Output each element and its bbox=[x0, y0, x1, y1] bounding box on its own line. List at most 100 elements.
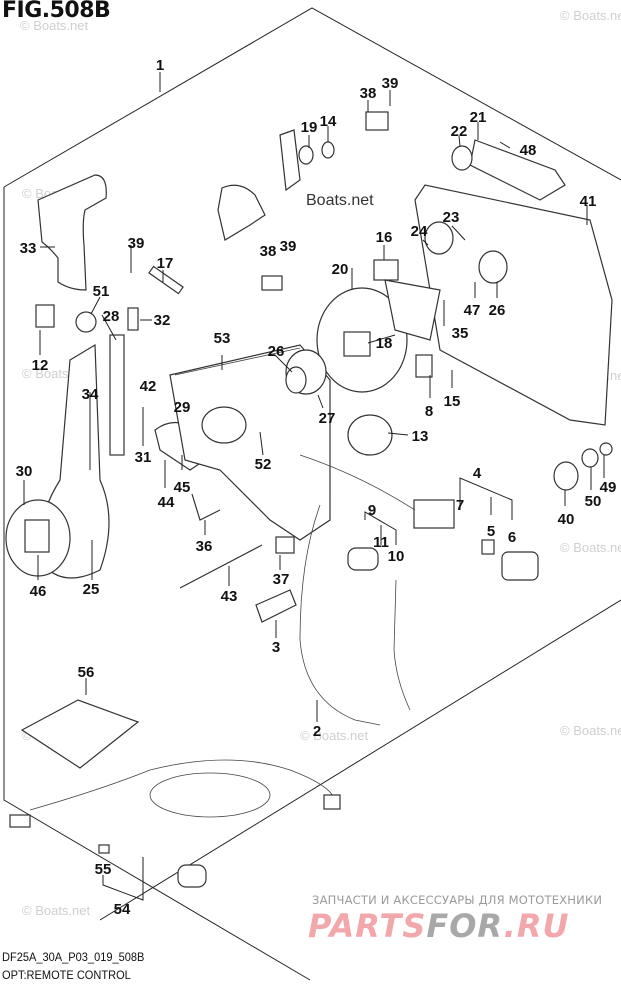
callout-25[interactable]: 25 bbox=[83, 581, 100, 598]
callout-6[interactable]: 6 bbox=[508, 529, 516, 546]
bracket-clip bbox=[191, 493, 221, 521]
harness-coil bbox=[149, 772, 271, 818]
callout-53[interactable]: 53 bbox=[214, 330, 231, 347]
callout-27[interactable]: 27 bbox=[319, 410, 336, 427]
callout-17[interactable]: 17 bbox=[157, 255, 174, 272]
callout-42[interactable]: 42 bbox=[140, 378, 157, 395]
washer bbox=[75, 311, 97, 333]
callout-39[interactable]: 39 bbox=[128, 235, 145, 252]
callout-40[interactable]: 40 bbox=[558, 511, 575, 528]
callout-26[interactable]: 26 bbox=[268, 343, 285, 360]
callout-38[interactable]: 38 bbox=[260, 243, 277, 260]
callout-10[interactable]: 10 bbox=[388, 548, 405, 565]
watermark: © Boats.net bbox=[22, 903, 91, 918]
callout-51[interactable]: 51 bbox=[93, 283, 110, 300]
cover-plate-edge bbox=[174, 347, 301, 376]
callout-labels: 1 2 3 4 5 6 7 8 9 10 11 12 13 14 15 16 1… bbox=[16, 57, 617, 918]
link-bracket bbox=[261, 275, 283, 291]
callout-1[interactable]: 1 bbox=[156, 57, 164, 74]
callout-5[interactable]: 5 bbox=[487, 523, 495, 540]
harness-cable bbox=[299, 504, 381, 726]
callout-49[interactable]: 49 bbox=[600, 479, 617, 496]
clip bbox=[275, 536, 295, 554]
spring bbox=[127, 307, 139, 331]
callout-12[interactable]: 12 bbox=[32, 357, 49, 374]
callout-11[interactable]: 11 bbox=[373, 534, 389, 551]
callout-39[interactable]: 39 bbox=[280, 238, 297, 255]
grommet bbox=[553, 461, 579, 491]
callout-38[interactable]: 38 bbox=[360, 85, 377, 102]
callout-23[interactable]: 23 bbox=[443, 209, 460, 226]
figure-description: OPT:REMOTE CONTROL bbox=[2, 968, 131, 982]
callout-28[interactable]: 28 bbox=[103, 308, 120, 325]
switch-wires bbox=[299, 454, 416, 511]
callout-20[interactable]: 20 bbox=[332, 261, 349, 278]
callout-15[interactable]: 15 bbox=[444, 393, 461, 410]
callout-24[interactable]: 24 bbox=[411, 223, 428, 240]
callout-31[interactable]: 31 bbox=[135, 449, 152, 466]
leader-lines bbox=[23, 72, 605, 901]
assembly-boundary-left bbox=[3, 187, 311, 981]
callout-52[interactable]: 52 bbox=[255, 456, 272, 473]
figure-title: FIG.508B bbox=[2, 0, 111, 23]
side-plate bbox=[414, 184, 613, 426]
ignition-switch bbox=[413, 499, 455, 529]
callout-19[interactable]: 19 bbox=[301, 119, 318, 136]
callout-30[interactable]: 30 bbox=[16, 463, 33, 480]
callout-4[interactable]: 4 bbox=[473, 465, 482, 482]
callout-18[interactable]: 18 bbox=[376, 335, 393, 352]
callout-22[interactable]: 22 bbox=[451, 123, 468, 140]
callout-44[interactable]: 44 bbox=[158, 494, 175, 511]
callout-7[interactable]: 7 bbox=[456, 497, 464, 514]
callout-37[interactable]: 37 bbox=[273, 571, 290, 588]
callout-16[interactable]: 16 bbox=[376, 229, 393, 246]
callout-14[interactable]: 14 bbox=[320, 113, 337, 130]
small-clip bbox=[98, 844, 110, 854]
callout-55[interactable]: 55 bbox=[95, 861, 112, 878]
callout-56[interactable]: 56 bbox=[78, 664, 95, 681]
parts-bag bbox=[20, 699, 140, 769]
callout-8[interactable]: 8 bbox=[425, 403, 433, 420]
watermark: © Boats.net bbox=[560, 723, 621, 738]
callout-45[interactable]: 45 bbox=[174, 479, 191, 496]
callout-9[interactable]: 9 bbox=[368, 502, 376, 519]
callout-33[interactable]: 33 bbox=[20, 240, 37, 257]
harness-connector bbox=[177, 864, 207, 888]
switch-cap bbox=[501, 551, 539, 581]
bracket bbox=[109, 334, 125, 456]
callout-26[interactable]: 26 bbox=[489, 302, 506, 319]
throttle-lever bbox=[469, 139, 566, 201]
callout-32[interactable]: 32 bbox=[154, 312, 171, 329]
switch-plug bbox=[35, 304, 55, 328]
callout-36[interactable]: 36 bbox=[196, 538, 213, 555]
promo-logo-part: FOR bbox=[426, 907, 504, 945]
callout-39[interactable]: 39 bbox=[382, 75, 399, 92]
callout-46[interactable]: 46 bbox=[30, 583, 47, 600]
washer bbox=[321, 141, 335, 159]
callout-50[interactable]: 50 bbox=[585, 493, 602, 510]
callout-21[interactable]: 21 bbox=[470, 109, 487, 126]
main-harness bbox=[29, 759, 336, 811]
callout-47[interactable]: 47 bbox=[464, 302, 481, 319]
callout-3[interactable]: 3 bbox=[272, 639, 280, 656]
callout-34[interactable]: 34 bbox=[82, 386, 99, 403]
callout-43[interactable]: 43 bbox=[221, 588, 238, 605]
disc-square-hole bbox=[343, 331, 371, 357]
pin bbox=[148, 265, 184, 295]
promo-logo-part: .RU bbox=[503, 907, 570, 945]
watermark: © Boats.net bbox=[300, 728, 369, 743]
bushing bbox=[298, 145, 314, 165]
callout-54[interactable]: 54 bbox=[114, 901, 131, 918]
promo-logo-part: PARTS bbox=[308, 907, 427, 945]
callout-13[interactable]: 13 bbox=[412, 428, 429, 445]
watermark: © Boats.net bbox=[560, 8, 621, 23]
shift-shaft bbox=[373, 259, 399, 281]
callout-29[interactable]: 29 bbox=[174, 399, 191, 416]
callout-35[interactable]: 35 bbox=[452, 325, 469, 342]
callout-48[interactable]: 48 bbox=[520, 142, 537, 159]
detent-plate bbox=[384, 279, 441, 341]
callout-41[interactable]: 41 bbox=[580, 193, 597, 210]
nut bbox=[599, 442, 613, 456]
callout-2[interactable]: 2 bbox=[313, 723, 321, 740]
